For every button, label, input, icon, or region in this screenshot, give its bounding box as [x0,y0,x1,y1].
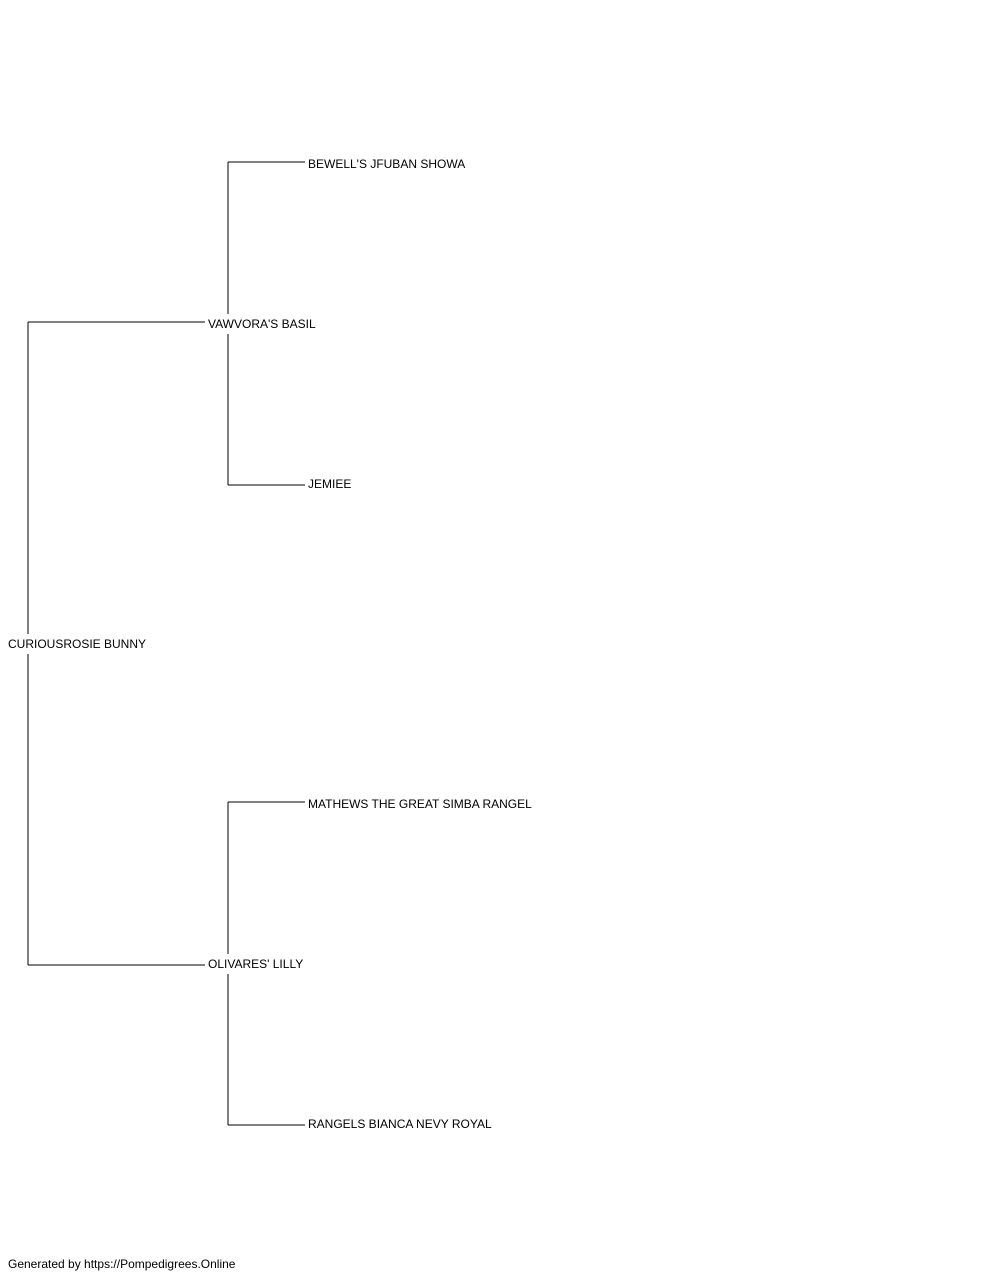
dam-sire-name: MATHEWS THE GREAT SIMBA RANGEL [308,797,532,811]
sire-dam-name: JEMIEE [308,477,351,491]
sire-sire-name: BEWELL'S JFUBAN SHOWA [308,157,465,171]
generated-by-footer: Generated by https://Pompedigrees.Online [8,1257,236,1271]
sire-name: VAWVORA'S BASIL [208,317,316,331]
subject-name: CURIOUSROSIE BUNNY [8,637,146,651]
dam-dam-name: RANGELS BIANCA NEVY ROYAL [308,1117,492,1131]
dam-name: OLIVARES' LILLY [208,957,303,971]
